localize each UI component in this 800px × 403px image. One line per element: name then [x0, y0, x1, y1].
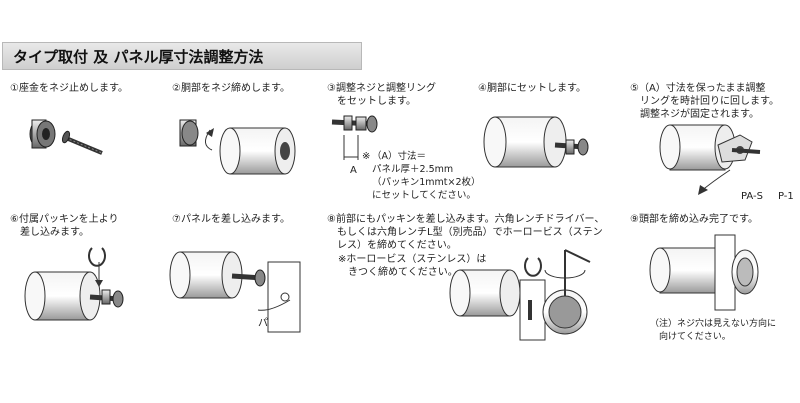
step-3-note-mark: ※	[362, 151, 371, 162]
step-3-text: ③調整ネジと調整リング をセットします。	[327, 83, 436, 107]
step-9-note: （注）ネジ穴は見えない方向に 向けてください。	[650, 319, 777, 342]
panel-insert-illustration	[169, 251, 301, 333]
step-6-text: ⑥付属パッキンを上より 差し込みます。	[10, 214, 119, 238]
adjust-screw-illustration	[331, 115, 378, 160]
rotate-ring-illustration	[659, 124, 761, 195]
finished-illustration	[649, 234, 759, 311]
dimension-a-label: A	[350, 165, 357, 176]
step-3-note: （A）寸法＝ パネル厚＋2.5mm （パッキン1mmt×2枚） にセットしてくだ…	[372, 151, 481, 201]
step-8-text: ⑧前部にもパッキンを差し込みます。六角レンチドライバー、 もしくは六角レンチL型…	[327, 214, 605, 251]
step-5-text: ⑤（A）寸法を保ったまま調整 リングを時計回りに回します。 調整ネジが固定されま…	[630, 83, 779, 120]
title-bar: タイプ取付 及 パネル厚寸法調整方法	[2, 42, 362, 70]
label-p-1: P-1	[778, 191, 794, 202]
step-1-text: ①座金をネジ止めします。	[10, 83, 128, 94]
step-7-text: ⑦パネルを差し込みます。	[172, 214, 290, 225]
step-2-text: ②胴部をネジ締めします。	[172, 83, 290, 94]
step-8-warning: ※ホーロービス（ステンレス）は きつく締めてください。	[338, 254, 487, 278]
step-4-text: ④胴部にセットします。	[478, 83, 586, 94]
page-title: タイプ取付 及 パネル厚寸法調整方法	[13, 48, 264, 66]
packing-insert-illustration	[24, 247, 124, 321]
wrench-tighten-illustration	[449, 249, 591, 341]
label-pa-s: PA-S	[741, 191, 763, 202]
body-screw-illustration	[179, 119, 296, 175]
washer-illustration	[29, 119, 56, 149]
body-set-illustration	[483, 116, 589, 168]
step-9-text: ⑨頭部を締め込み完了です。	[630, 214, 758, 225]
screw-illustration	[61, 130, 103, 155]
